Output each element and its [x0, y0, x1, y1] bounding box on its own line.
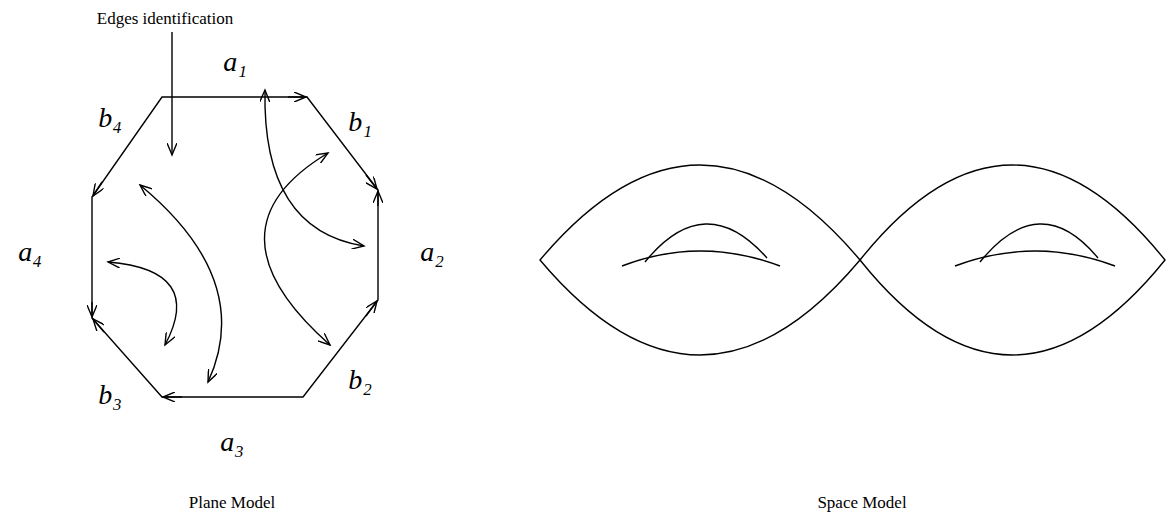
edge-arrow: [91, 302, 92, 317]
torus-outline: [540, 165, 860, 355]
edge-arrow: [163, 396, 182, 397]
edge-arrow: [366, 175, 377, 189]
identification-arc: [264, 153, 330, 345]
octagon: [92, 97, 378, 397]
edge-label: a₁: [223, 48, 247, 76]
edge-arrow: [93, 319, 104, 332]
edge-label: b₄: [98, 104, 122, 132]
torus-hole: [645, 224, 767, 262]
edge-arrow: [366, 301, 377, 316]
torus-outline: [860, 165, 1165, 355]
edge-label: b₁: [348, 108, 372, 136]
edge-label: b₃: [98, 381, 122, 409]
edge-label: a₄: [18, 238, 42, 266]
torus-hole: [980, 224, 1098, 262]
identification-arc: [140, 185, 222, 382]
edge-arrow: [93, 182, 102, 196]
caption: Plane Model: [189, 494, 275, 511]
torus-hole: [622, 251, 780, 266]
edge-arrow: [288, 96, 306, 97]
caption: Space Model: [817, 494, 906, 511]
identification-arc: [108, 262, 177, 345]
torus-hole: [955, 251, 1115, 266]
edge-label: a₃: [220, 428, 244, 456]
edge-label: b₂: [348, 366, 372, 394]
edge-label: a₂: [420, 238, 444, 266]
pointer-arrow: [171, 32, 172, 155]
edge-arrow: [377, 191, 378, 206]
pointer-note: Edges identification: [97, 10, 233, 27]
